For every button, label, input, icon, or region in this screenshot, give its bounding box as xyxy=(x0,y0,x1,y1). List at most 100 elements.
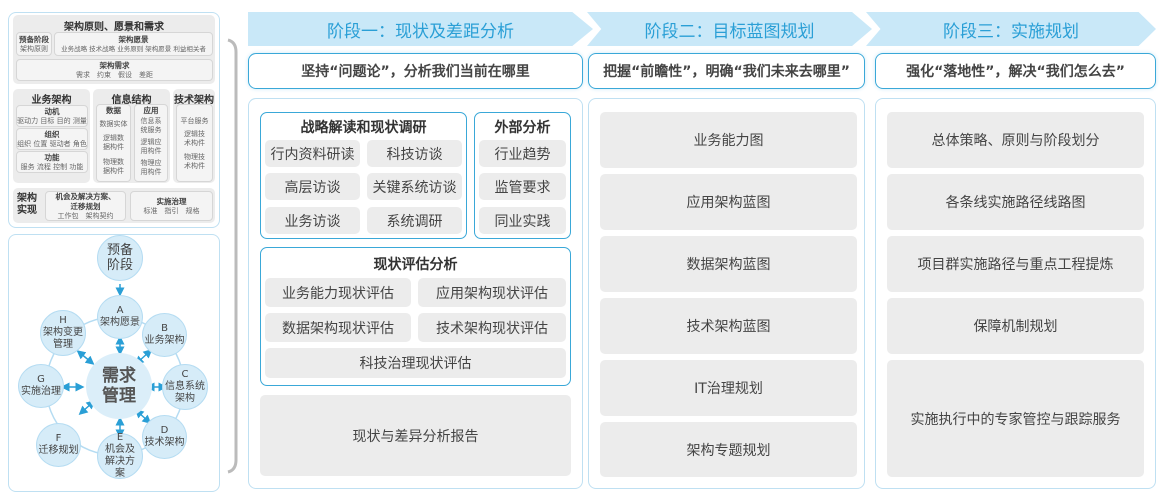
business-title: 业务架构 xyxy=(31,95,72,106)
req-title: 架构需求 xyxy=(99,60,130,70)
research-item: 高层访谈 xyxy=(265,173,360,200)
stage-2-item: 应用架构蓝图 xyxy=(600,174,857,230)
opp-sub: 工作包 架构契约 xyxy=(57,211,114,220)
node-label: 实施治理 xyxy=(21,386,61,397)
research-item: 行内资料研读 xyxy=(265,140,360,167)
stage-2-motto: 把握“前瞻性”，明确“我们未来去哪里” xyxy=(588,53,865,89)
data-item: 物理数据构件 xyxy=(103,158,124,175)
tech-item: 物理技术构件 xyxy=(184,153,205,170)
stage-2-item: 技术架构蓝图 xyxy=(600,298,857,354)
research-item: 业务访谈 xyxy=(265,207,360,234)
info-title: 信息结构 xyxy=(111,95,152,106)
prep-sub: 架构原则 xyxy=(20,44,48,53)
node-label: 技术架构 xyxy=(144,437,185,448)
research-item: 科技访谈 xyxy=(367,140,462,167)
stage-3-header: 阶段三：实施规划 xyxy=(866,12,1156,46)
node-label: 迁移规划 xyxy=(38,445,79,456)
req-box: 架构需求需求 约束 假设 差距 xyxy=(16,59,213,81)
item-title: 功能 xyxy=(44,152,60,162)
tech-item: 逻辑技术构件 xyxy=(184,130,205,147)
opp-title: 机会及解决方案、迁移规划 xyxy=(55,191,116,211)
node-letter: C xyxy=(181,369,189,380)
business-item: 组织组织 位置 驱动者 角色 xyxy=(16,128,88,150)
stage-2-item: IT治理规划 xyxy=(600,360,857,416)
item-sub: 驱动力 目标 目的 测量 xyxy=(17,116,87,125)
node-label: 预备阶段 xyxy=(106,243,133,273)
stage-3-item: 总体策略、原则与阶段划分 xyxy=(887,112,1144,168)
stage-1-motto: 坚持“问题论”，分析我们当前在哪里 xyxy=(248,53,583,89)
stage-3-item: 保障机制规划 xyxy=(887,298,1144,354)
node-label: 业务架构 xyxy=(144,335,185,346)
node-label: 架构变更管理 xyxy=(43,327,83,350)
data-item: 数据实体 xyxy=(99,120,128,128)
app-item: 逻辑应用构件 xyxy=(140,138,162,155)
bracket xyxy=(227,38,238,474)
node-letter: F xyxy=(55,433,62,444)
stage-2-item: 业务能力图 xyxy=(600,112,857,168)
app-item: 信息系统服务 xyxy=(140,117,162,134)
gov-sub: 标准 指引 规格 xyxy=(143,206,200,215)
item-title: 动机 xyxy=(44,106,60,116)
center-label: 需求管理 xyxy=(102,366,136,406)
research-item: 关键系统访谈 xyxy=(367,173,462,200)
arrow-d xyxy=(134,408,152,425)
node-letter: D xyxy=(160,425,169,436)
node-label: 架构愿景 xyxy=(100,317,140,328)
external-title: 外部分析 xyxy=(494,120,551,136)
data-title: 数据 xyxy=(106,106,121,115)
data-item: 逻辑数据构件 xyxy=(103,134,124,151)
external-item: 行业趋势 xyxy=(479,140,566,167)
node-letter: A xyxy=(116,305,124,316)
external-item: 同业实践 xyxy=(479,207,566,234)
research-item: 系统调研 xyxy=(367,207,462,234)
assessment-item: 技术架构现状评估 xyxy=(418,313,566,342)
item-sub: 组织 位置 驱动者 角色 xyxy=(17,139,87,148)
assessment-item: 业务能力现状评估 xyxy=(265,278,411,307)
vision-title: 架构愿景 xyxy=(118,34,149,44)
req-sub: 需求 约束 假设 差距 xyxy=(76,70,153,79)
cycle-center-node: 需求管理 xyxy=(86,353,152,419)
stage-title: 阶段一：现状及差距分析 xyxy=(327,21,514,42)
assessment-title: 现状评估分析 xyxy=(373,257,458,273)
business-item: 动机驱动力 目标 目的 测量 xyxy=(16,105,88,127)
external-box: 外部分析 xyxy=(474,112,571,239)
external-item: 监管要求 xyxy=(479,173,566,200)
node-letter: E xyxy=(116,432,124,443)
business-item: 功能服务 流程 控制 功能 xyxy=(16,151,88,173)
cycle-prep-node: 预备阶段 xyxy=(97,235,143,281)
stage-1-header: 阶段一：现状及差距分析 xyxy=(248,12,593,46)
node-label: 信息系统架构 xyxy=(165,381,205,404)
app-title: 应用 xyxy=(143,106,159,115)
assessment-item: 数据架构现状评估 xyxy=(265,313,411,342)
research-box: 战略解读和现状调研 xyxy=(260,112,467,239)
tech-title: 技术架构 xyxy=(174,95,214,106)
stage-2-item: 架构专题规划 xyxy=(600,422,857,477)
prep-title: 预备阶段 xyxy=(19,34,49,44)
app-column: 应用 信息系统服务 逻辑应用构件 物理应用构件 xyxy=(134,104,168,182)
node-label: 机会及解决方案 xyxy=(105,444,135,479)
principles-title: 架构原则、愿景和需求 xyxy=(64,22,164,33)
node-letter: H xyxy=(59,315,67,326)
data-column: 数据 数据实体 逻辑数据构件 物理数据构件 xyxy=(96,104,131,182)
item-sub: 服务 流程 控制 功能 xyxy=(20,162,84,171)
tech-item: 平台服务 xyxy=(180,117,209,125)
app-item: 物理应用构件 xyxy=(140,159,162,176)
opp-box: 机会及解决方案、迁移规划工作包 架构契约 xyxy=(45,191,126,221)
report-box: 现状与差异分析报告 xyxy=(260,395,571,476)
stage-title: 阶段二：目标蓝图规划 xyxy=(644,21,815,42)
stage-3-item: 实施执行中的专家管控与跟踪服务 xyxy=(887,360,1144,477)
stage-3-item: 各条线实施路径线路图 xyxy=(887,174,1144,230)
stage-2-header: 阶段二：目标蓝图规划 xyxy=(587,12,872,46)
stage-3-motto: 强化“落地性”，解决“我们怎么去” xyxy=(875,53,1156,89)
stage-title: 阶段三：实施规划 xyxy=(943,21,1079,42)
stage-2-item: 数据架构蓝图 xyxy=(600,236,857,292)
item-title: 组织 xyxy=(44,129,60,139)
node-letter: B xyxy=(161,323,168,334)
vision-box: 架构愿景业务战略 技术战略 业务原则 架构愿景 利益相关者 xyxy=(54,32,213,56)
